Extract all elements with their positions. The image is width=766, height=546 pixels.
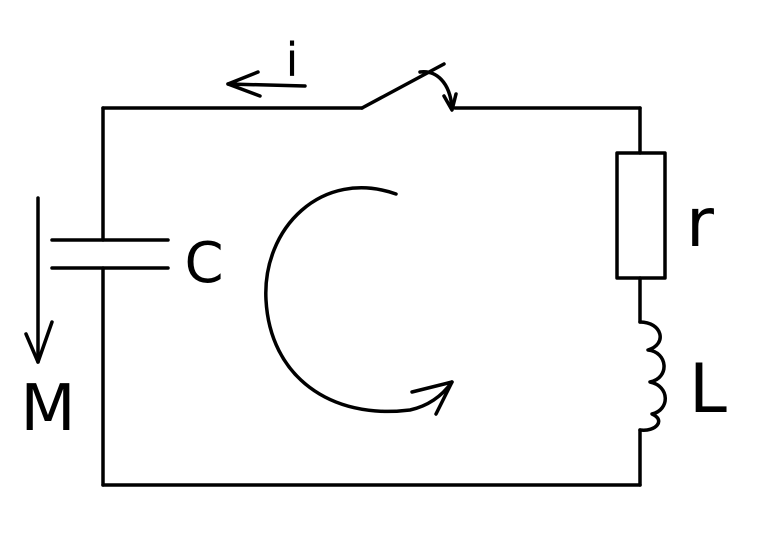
clockwise-loop-arrow xyxy=(264,186,454,414)
switch-arc-arrow xyxy=(418,70,454,110)
current-arrow-shaft xyxy=(226,82,307,88)
capacitor-label: C xyxy=(184,231,223,296)
side-arrow-label: M xyxy=(20,372,75,446)
inductor-coil xyxy=(638,320,667,432)
switch-arrow-head xyxy=(442,92,458,112)
resistor-label: r xyxy=(686,184,714,263)
current-label: i xyxy=(286,33,299,87)
current-arrow-head xyxy=(226,70,262,98)
switch-blade xyxy=(360,62,446,110)
inductor-label: L xyxy=(689,350,727,429)
side-arrow-head xyxy=(24,320,54,364)
loop-arrow-head xyxy=(410,380,454,416)
resistor xyxy=(615,151,667,280)
